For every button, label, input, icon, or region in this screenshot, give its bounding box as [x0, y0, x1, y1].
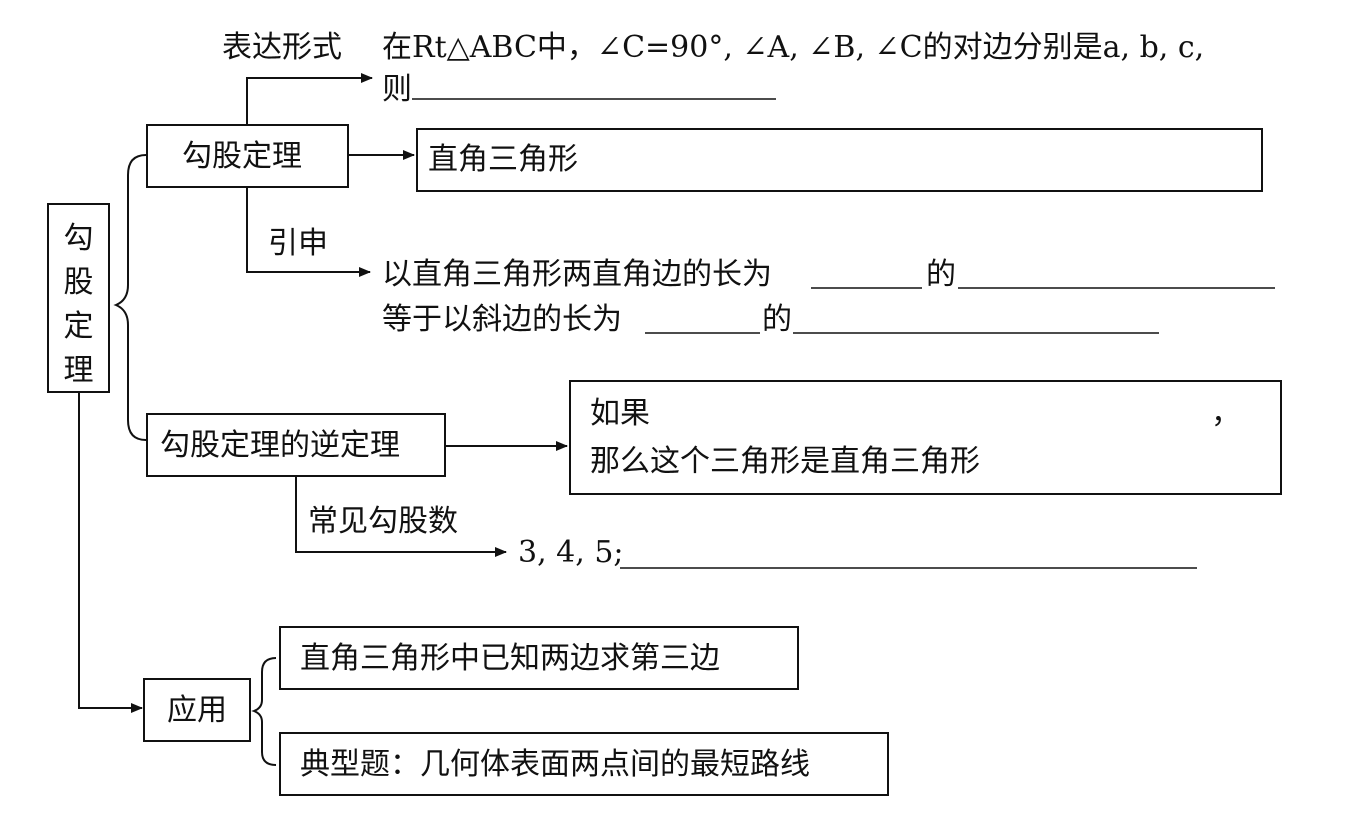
right-triangle-box: 直角三角形 [416, 128, 1263, 192]
common-label: 常见勾股数 [308, 504, 458, 539]
theorem-to-expression-line [246, 73, 373, 124]
root-to-application-line [78, 392, 143, 713]
root-box: 勾 股 定 理 [47, 203, 110, 393]
if-text: 如果 [590, 396, 650, 431]
root-char-4: 理 [63, 353, 94, 388]
extension-line1-b: 的 [926, 257, 956, 292]
root-char-2: 股 [63, 265, 94, 300]
converse-box: 勾股定理的逆定理 [146, 413, 446, 477]
root-char-1: 勾 [63, 221, 94, 256]
expression-line2: 则 [382, 72, 412, 107]
application-item2-box: 典型题：几何体表面两点间的最短路线 [279, 732, 889, 796]
application-box-label: 应用 [167, 693, 227, 728]
theorem-to-extension-line [246, 188, 371, 277]
root-title: 勾 股 定 理 [49, 217, 108, 393]
extension-line1-a: 以直角三角形两直角边的长为 [382, 257, 772, 292]
root-char-3: 定 [63, 309, 94, 344]
extension-label: 引申 [268, 226, 328, 261]
common-values: 3, 4, 5; [518, 535, 624, 570]
converse-to-common-line [295, 477, 507, 557]
application-item2: 典型题：几何体表面两点间的最短路线 [300, 747, 810, 782]
extension-line2-b: 的 [762, 302, 792, 337]
root-brace [113, 154, 147, 441]
application-brace [251, 657, 277, 766]
extension-line2-a: 等于以斜边的长为 [382, 302, 622, 337]
application-item1-box: 直角三角形中已知两边求第三边 [279, 626, 799, 690]
application-box: 应用 [143, 678, 251, 742]
converse-box-label: 勾股定理的逆定理 [160, 428, 400, 463]
expression-label: 表达形式 [222, 30, 342, 65]
then-text: 那么这个三角形是直角三角形 [590, 444, 980, 479]
theorem-box-label: 勾股定理 [182, 139, 302, 174]
if-then-box: 如果 ， 那么这个三角形是直角三角形 [569, 380, 1282, 495]
expression-line1: 在Rt△ABC中，∠C=90°, ∠A, ∠B, ∠C的对边分别是a, b, c… [382, 30, 1205, 65]
if-comma: ， [1211, 396, 1241, 431]
theorem-box: 勾股定理 [146, 124, 349, 188]
application-item1: 直角三角形中已知两边求第三边 [300, 641, 720, 676]
right-triangle-text: 直角三角形 [428, 142, 578, 177]
